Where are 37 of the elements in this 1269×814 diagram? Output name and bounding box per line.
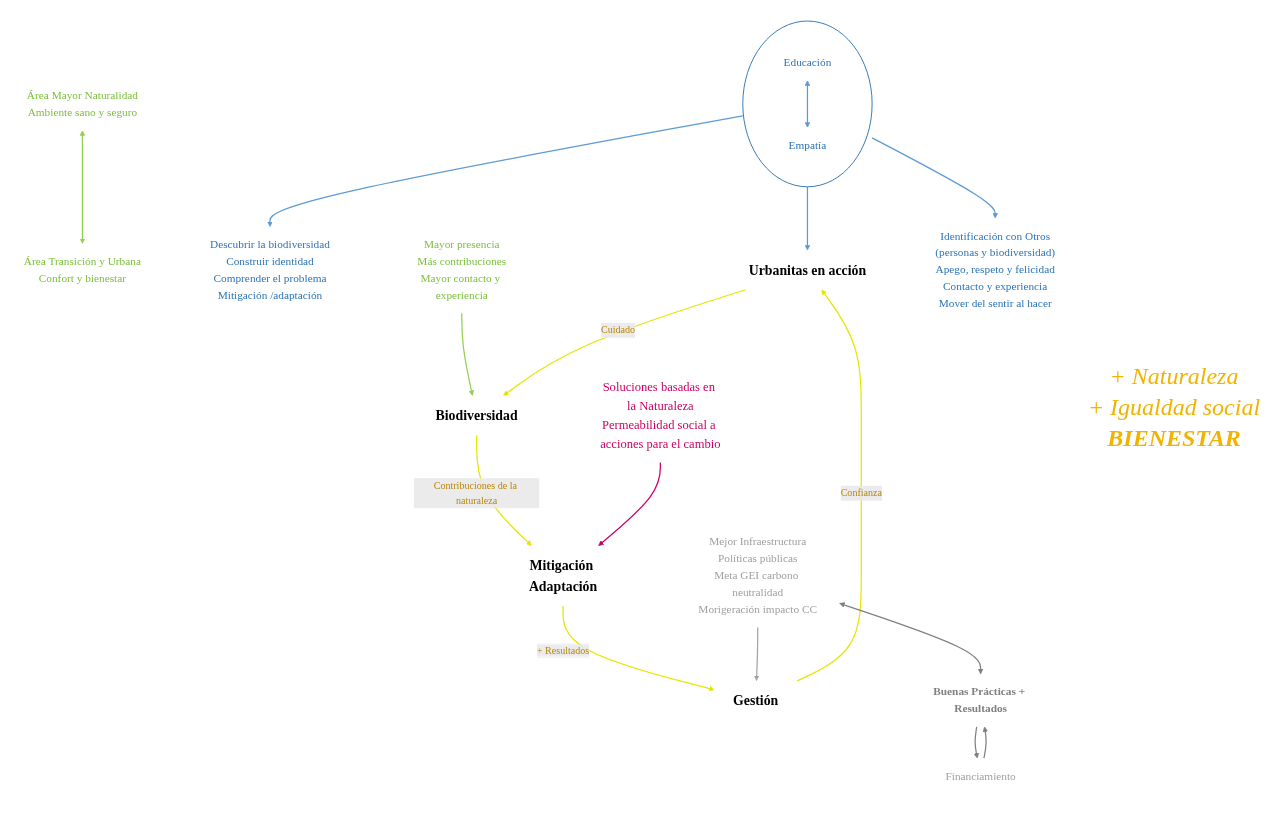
edge-label: Cuidado xyxy=(601,324,636,335)
node-text: Educación xyxy=(783,55,832,68)
node-text: Área Mayor Naturalidad Ambiente sano y seguro xyxy=(26,88,138,118)
node-text: Empatía xyxy=(788,138,827,151)
arrow xyxy=(796,289,862,682)
arrow xyxy=(503,288,746,396)
node-text: Identificación con Otros (personas y biodiversidad) Apego, respeto y felicidad Contacto y experiencia Mover del sentir al hacer xyxy=(935,228,1056,310)
edge-label: Confianza xyxy=(840,487,882,498)
arrow xyxy=(598,461,661,546)
arrow xyxy=(839,601,984,674)
node-text: Financiamiento xyxy=(945,768,1016,782)
arrow xyxy=(79,129,86,244)
node-text: Mejor Infraestructura Políticas públicas Meta GEI carbono neutralidad Morigeración impacto CC xyxy=(698,534,818,616)
oval-outline xyxy=(742,20,873,187)
arrow xyxy=(982,726,988,759)
center-note: BIENESTAR xyxy=(1107,424,1241,452)
arrow xyxy=(562,604,715,691)
arrow xyxy=(804,79,811,128)
node-text: Buenas Prácticas + Resultados xyxy=(933,684,1026,715)
node-text: Descubrir la biodiversidad Construir identidad Comprender el problema Mitigación /adaptación xyxy=(210,237,330,301)
node-text: Área Transición y Urbana Confort y bienestar xyxy=(23,254,141,284)
node-text: Urbanitas en acción xyxy=(748,261,867,278)
node-text: Gestión xyxy=(733,692,779,708)
node-text: Mayor presencia Más contribuciones Mayor contacto y experiencia xyxy=(417,237,507,301)
node-text: Mitigación Adaptación xyxy=(528,557,598,594)
node-text: Biodiversidad xyxy=(435,407,518,423)
arrow xyxy=(753,626,760,681)
node-text: Soluciones basadas en la Naturaleza Permeabilidad social a acciones para el cambio xyxy=(600,379,721,451)
center-note: + Naturaleza xyxy=(1109,362,1239,390)
arrow xyxy=(461,312,475,396)
arrow xyxy=(871,136,998,218)
edge-label: + Resultados xyxy=(536,644,590,656)
edge-label: Contribuciones de la naturaleza xyxy=(433,479,517,506)
arrow xyxy=(973,725,980,758)
center-note: + Igualdad social xyxy=(1087,393,1261,421)
arrow xyxy=(267,114,744,227)
arrow xyxy=(804,185,811,250)
